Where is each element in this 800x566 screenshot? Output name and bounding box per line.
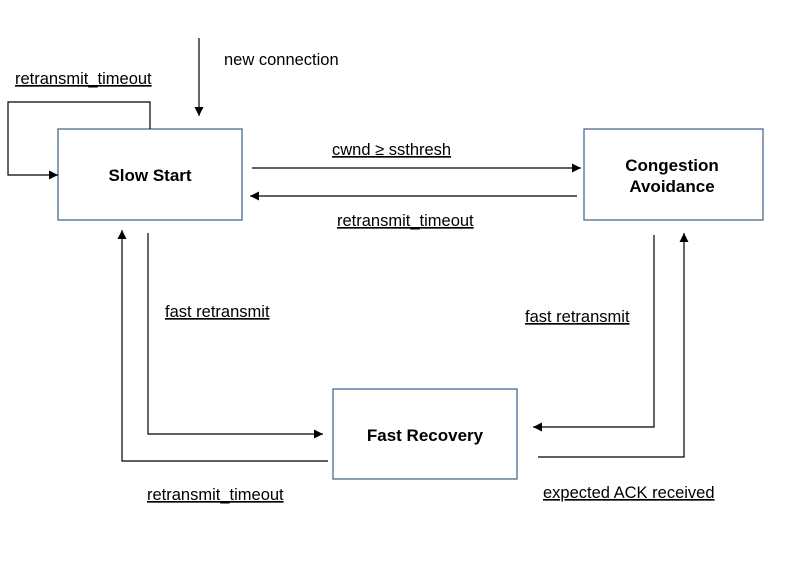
slow-start-self-loop-arrow bbox=[7, 101, 151, 180]
ss-to-fr-arrow bbox=[147, 233, 323, 439]
fr-to-ss-arrow bbox=[117, 230, 328, 462]
congestion-avoidance-box bbox=[583, 128, 764, 221]
fast-recovery-label: Fast Recovery bbox=[367, 426, 484, 445]
fast-recovery-box bbox=[332, 388, 518, 480]
ss-self-timeout-label: retransmit_timeout bbox=[15, 70, 152, 88]
fr-to-ca-arrow bbox=[538, 233, 689, 458]
ca-to-ss-label: retransmit_timeout bbox=[337, 212, 474, 230]
congestion-avoidance-label-line1: Congestion bbox=[625, 156, 719, 175]
ss-to-ca-label: cwnd ≥ ssthresh bbox=[332, 141, 451, 159]
fr-to-ca-label: expected ACK received bbox=[543, 484, 715, 502]
slow-start-box bbox=[57, 128, 243, 221]
slow-start-label: Slow Start bbox=[108, 166, 191, 185]
ss-to-fr-label: fast retransmit bbox=[165, 303, 270, 321]
congestion-avoidance-label-line2: Avoidance bbox=[629, 177, 714, 196]
fr-to-ss-label: retransmit_timeout bbox=[147, 486, 284, 504]
new-connection-label: new connection bbox=[224, 51, 339, 69]
ca-to-fr-label: fast retransmit bbox=[525, 308, 630, 326]
ca-to-fr-arrow bbox=[533, 235, 655, 432]
